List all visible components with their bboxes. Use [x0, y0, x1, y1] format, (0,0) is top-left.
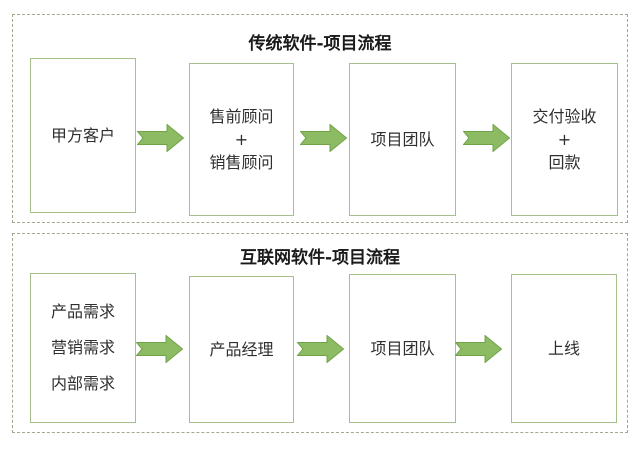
box-label: 产品需求: [50, 302, 115, 321]
arrow-right-icon: [297, 335, 344, 363]
box-requirements: 产品需求 营销需求 内部需求: [30, 273, 136, 423]
plus-sign: +: [557, 130, 572, 149]
box-client: 甲方客户: [30, 58, 136, 213]
box-presales-sales-consultant: 售前顾问 + 销售顾问: [189, 63, 294, 216]
section-title-internet: 互联网软件-项目流程: [239, 248, 401, 268]
box-label: 项目团队: [370, 339, 435, 358]
box-launch: 上线: [511, 274, 617, 423]
box-product-manager: 产品经理: [189, 276, 294, 423]
box-label: 售前顾问: [209, 107, 274, 126]
arrow-right-icon: [455, 335, 502, 363]
plus-sign: +: [234, 130, 249, 149]
box-label: 甲方客户: [50, 126, 115, 145]
box-project-team: 项目团队: [349, 274, 456, 423]
box-delivery-payment: 交付验收 + 回款: [511, 63, 618, 216]
box-label: 营销需求: [50, 338, 115, 357]
box-label: 项目团队: [370, 130, 435, 149]
traditional-software-flow-section: 传统软件-项目流程 甲方客户 售前顾问 + 销售顾问 项目团队 交付验收 + 回…: [12, 14, 628, 223]
box-label: 回款: [548, 153, 581, 172]
box-label: 上线: [547, 339, 580, 358]
arrow-right-icon: [463, 124, 510, 152]
box-label: 产品经理: [209, 340, 274, 359]
arrow-right-icon: [300, 124, 347, 152]
box-label: 内部需求: [50, 374, 115, 393]
arrow-right-icon: [136, 335, 183, 363]
box-label: 交付验收: [532, 107, 597, 126]
internet-software-flow-section: 互联网软件-项目流程 产品需求 营销需求 内部需求 产品经理 项目团队 上线: [12, 233, 628, 433]
box-label: 销售顾问: [209, 153, 274, 172]
arrow-right-icon: [137, 124, 184, 152]
section-title-traditional: 传统软件-项目流程: [248, 34, 392, 54]
box-project-team: 项目团队: [349, 63, 456, 216]
